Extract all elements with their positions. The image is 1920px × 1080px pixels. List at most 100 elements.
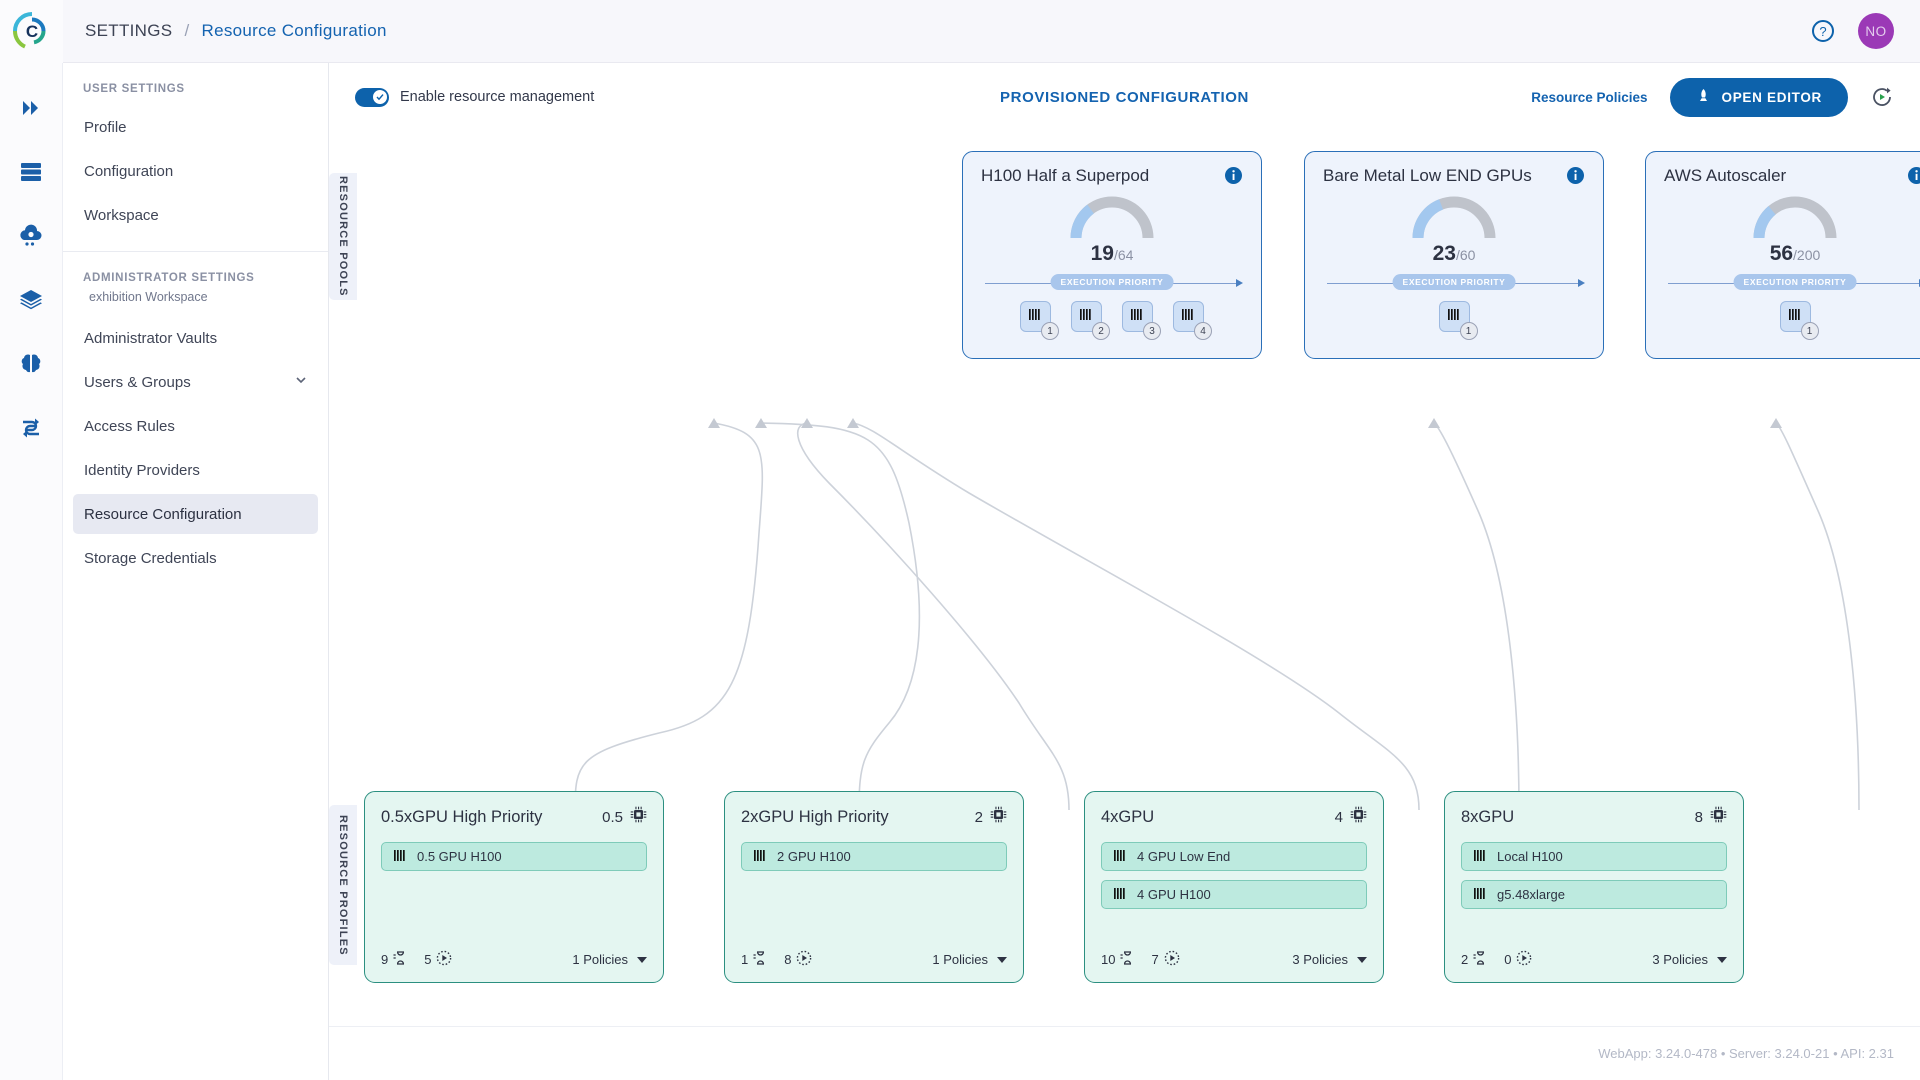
refresh-play-icon[interactable] [1870, 85, 1894, 109]
sidebar-item-label: Workspace [84, 206, 159, 224]
gpu-chip-icon [1113, 886, 1128, 904]
hourglass-icon [1473, 950, 1488, 969]
toolbar-actions: Resource Policies OPEN EDITOR [1531, 77, 1894, 117]
running-icon [1516, 950, 1532, 969]
workflow-swap-icon[interactable] [14, 411, 48, 445]
enable-resource-management-toggle[interactable]: Enable resource management [355, 87, 594, 107]
sidebar-item-access-rules[interactable]: Access Rules [73, 406, 318, 446]
breadcrumb-root[interactable]: SETTINGS [85, 21, 173, 40]
resource-chip-label: g5.48xlarge [1497, 887, 1565, 902]
pool-header: AWS Autoscaler [1664, 166, 1920, 186]
sidebar-item-users-groups[interactable]: Users & Groups [73, 362, 318, 402]
info-icon[interactable] [1224, 166, 1243, 185]
sidebar-item-resource-configuration[interactable]: Resource Configuration [73, 494, 318, 534]
sidebar-item-configuration[interactable]: Configuration [73, 151, 318, 191]
sidebar-item-identity-providers[interactable]: Identity Providers [73, 450, 318, 490]
policies-dropdown[interactable]: 3 Policies [1652, 952, 1727, 967]
open-editor-button[interactable]: OPEN EDITOR [1669, 77, 1848, 117]
info-icon[interactable] [1566, 166, 1585, 185]
double-chevron-right-icon[interactable] [14, 91, 48, 125]
resource-profiles-tab[interactable]: RESOURCE PROFILES [329, 805, 357, 965]
pool-gauge-value: 19/64 [981, 242, 1243, 266]
sidebar-item-administrator-vaults[interactable]: Administrator Vaults [73, 318, 318, 358]
chevron-down-icon [1717, 956, 1727, 963]
running-count: 0 [1504, 952, 1512, 967]
app-logo[interactable]: C [0, 0, 63, 63]
policies-dropdown[interactable]: 3 Policies [1292, 952, 1367, 967]
running-stat: 0 [1504, 950, 1532, 969]
policies-label: 1 Policies [572, 952, 628, 967]
cpu-chip-icon [630, 806, 647, 828]
sidebar-divider [63, 251, 328, 252]
breadcrumb-current: Resource Configuration [201, 21, 387, 40]
policies-dropdown[interactable]: 1 Policies [572, 952, 647, 967]
resource-chip[interactable]: Local H100 [1461, 842, 1727, 871]
gpu-chip-badge: 1 [1800, 322, 1819, 340]
hourglass-icon [393, 950, 408, 969]
chevron-down-icon[interactable] [294, 373, 308, 391]
pool-title: AWS Autoscaler [1664, 166, 1787, 185]
profile-resource-list: 2 GPU H100 [741, 842, 1007, 871]
cloud-gear-icon[interactable] [14, 219, 48, 253]
info-icon[interactable] [1907, 166, 1920, 185]
running-count: 5 [424, 952, 432, 967]
avatar[interactable]: NO [1858, 13, 1894, 49]
pool-header: H100 Half a Superpod [981, 166, 1243, 186]
policies-dropdown[interactable]: 1 Policies [932, 952, 1007, 967]
pool-used: 23 [1432, 242, 1456, 265]
pool-gpu-list: 1 [1323, 301, 1585, 340]
cpu-chip-icon [990, 806, 1007, 828]
gpu-chip[interactable]: 1 [1779, 301, 1819, 340]
running-count: 7 [1151, 952, 1159, 967]
pool-capacity: /64 [1113, 247, 1134, 263]
priority-arrow-icon [1236, 279, 1243, 287]
resource-chip[interactable]: 2 GPU H100 [741, 842, 1007, 871]
sidebar-item-workspace[interactable]: Workspace [73, 195, 318, 235]
server-rack-icon[interactable] [14, 155, 48, 189]
hourglass-icon [1120, 950, 1135, 969]
help-circle-icon[interactable]: ? [1810, 18, 1836, 44]
resource-chip[interactable]: 0.5 GPU H100 [381, 842, 647, 871]
resource-policies-link[interactable]: Resource Policies [1531, 89, 1648, 105]
running-icon [1164, 950, 1180, 969]
layers-icon[interactable] [14, 283, 48, 317]
resource-chip[interactable]: 4 GPU H100 [1101, 880, 1367, 909]
toggle-track [355, 87, 389, 107]
resource-chip-label: Local H100 [1497, 849, 1563, 864]
pool-capacity: /60 [1455, 247, 1476, 263]
gpu-chip-icon [1447, 307, 1462, 327]
resource-profiles-tab-label: RESOURCE PROFILES [337, 814, 349, 956]
resource-chip-label: 2 GPU H100 [777, 849, 851, 864]
resource-chip[interactable]: 4 GPU Low End [1101, 842, 1367, 871]
execution-priority-axis: EXECUTION PRIORITY [1664, 274, 1920, 292]
gpu-chip-icon [1788, 307, 1803, 327]
admin-workspace-name: exhibition Workspace [89, 290, 208, 304]
sidebar-item-storage-credentials[interactable]: Storage Credentials [73, 538, 318, 578]
sidebar-item-profile[interactable]: Profile [73, 107, 318, 147]
resource-chip[interactable]: g5.48xlarge [1461, 880, 1727, 909]
gpu-chip[interactable]: 1 [1020, 301, 1059, 340]
gpu-chip[interactable]: 2 [1071, 301, 1110, 340]
gpu-chip[interactable]: 4 [1173, 301, 1212, 340]
gpu-chip-icon [753, 848, 768, 866]
gpu-chip-icon [1113, 848, 1128, 866]
gpu-chip[interactable]: 1 [1438, 301, 1478, 340]
brain-icon[interactable] [14, 347, 48, 381]
profile-footer: 9 5 1 Policies [381, 950, 647, 969]
gpu-chip-icon [1079, 307, 1094, 327]
queued-count: 9 [381, 952, 389, 967]
resource-pools-tab[interactable]: RESOURCE POOLS [329, 173, 357, 300]
top-bar-actions: ? NO [1810, 13, 1920, 49]
execution-priority-label: EXECUTION PRIORITY [1392, 274, 1516, 290]
user-settings-heading: USER SETTINGS [83, 83, 185, 95]
gpu-chip[interactable]: 3 [1122, 301, 1161, 340]
